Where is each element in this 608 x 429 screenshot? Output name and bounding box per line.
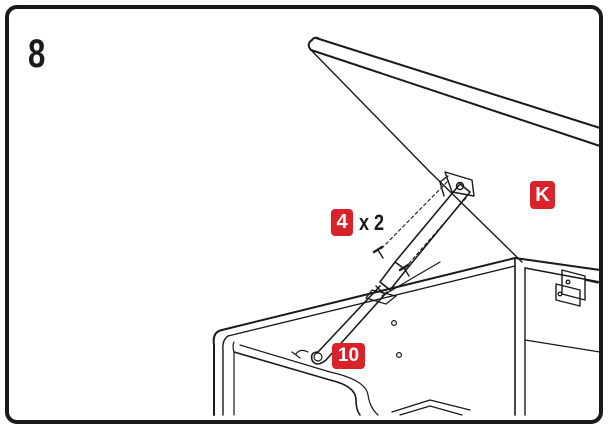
strut-notch <box>365 289 397 305</box>
panel-part-callout: K <box>530 181 555 209</box>
gas-strut-part-callout: 10 <box>332 343 365 369</box>
screws <box>372 181 467 277</box>
screw-quantity-label: x 2 <box>359 210 385 235</box>
bed-base-box <box>212 257 601 416</box>
screw-part-callout: 4 <box>331 209 353 236</box>
hinge <box>555 269 599 307</box>
lid-panel <box>307 36 601 263</box>
strut-bracket <box>439 171 475 197</box>
step-number: 8 <box>28 32 45 76</box>
step-frame <box>5 5 603 424</box>
panel-holes <box>391 320 403 359</box>
